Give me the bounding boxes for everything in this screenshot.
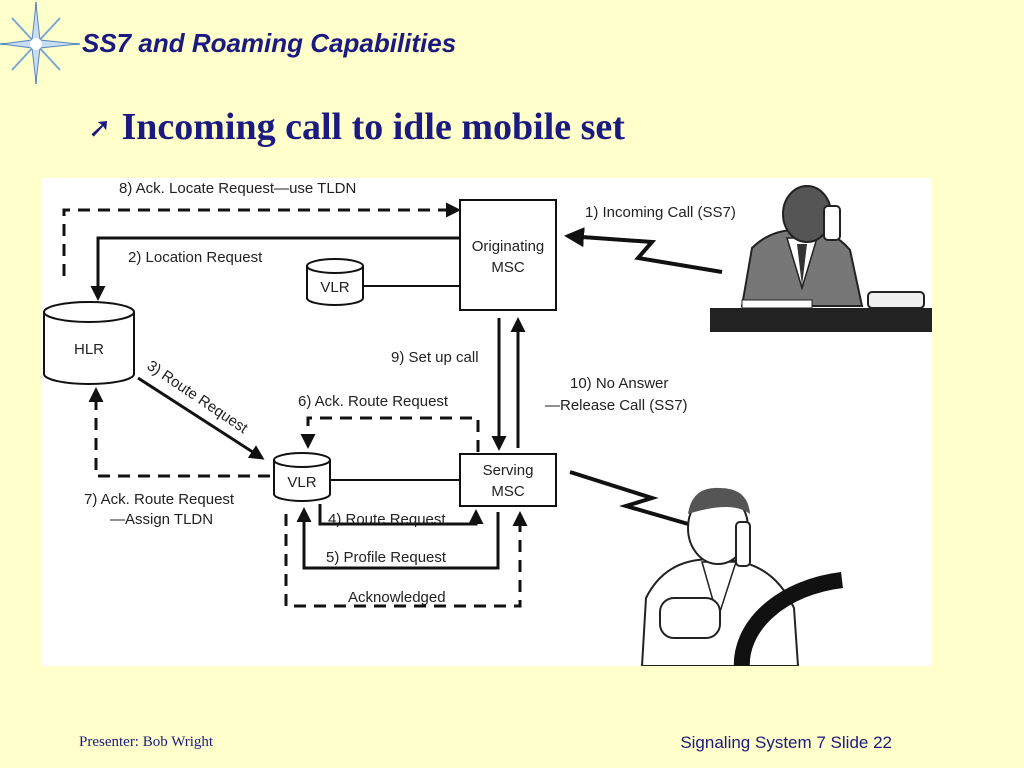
vlr-serving-label: VLR [287, 474, 316, 491]
vlr-top-database-icon [306, 258, 364, 306]
originating-msc-label-line2: MSC [491, 259, 525, 276]
step2-label: 2) Location Request [128, 249, 263, 266]
step6-label: 6) Ack. Route Request [298, 393, 449, 410]
slide-title: SS7 and Roaming Capabilities [82, 28, 457, 58]
serving-msc-label-line1: Serving [483, 462, 534, 479]
vlr-top-label: VLR [320, 279, 349, 296]
step10-label-line1: 10) No Answer [570, 375, 668, 392]
serving-lightning-link [569, 470, 703, 530]
step4-arrow [318, 504, 484, 526]
acknowledged-dashed-arrow [284, 511, 528, 608]
step2-arrow [90, 236, 460, 301]
step3-label: 3) Route Request [144, 357, 252, 437]
driver-caller-illustration [640, 487, 843, 671]
presenter-footer: Presenter: Bob Wright [79, 734, 214, 750]
acknowledged-label: Acknowledged [348, 589, 446, 606]
serving-msc-label-line2: MSC [491, 483, 525, 500]
step4-label: 4) Route Request [328, 511, 446, 528]
northeast-arrow-icon: ➚ [88, 110, 112, 144]
step8-dashed-arrow [62, 202, 461, 276]
vlr-serving-database-icon [273, 452, 331, 502]
step6-dashed-arrow [300, 416, 480, 452]
hlr-database-icon [43, 301, 135, 385]
originating-msc-label-line1: Originating [472, 238, 545, 255]
originating-msc-box [459, 199, 557, 311]
step7-label-line2: —Assign TLDN [110, 511, 213, 528]
hlr-label: HLR [74, 341, 104, 358]
step9-label: 9) Set up call [391, 349, 479, 366]
office-caller-illustration [710, 185, 932, 332]
starburst-logo-icon [0, 2, 80, 84]
step7-dashed-arrow [88, 387, 270, 478]
incoming-call-lightning-arrow [564, 227, 723, 274]
step7-label-line1: 7) Ack. Route Request [84, 491, 235, 508]
slide-number-footer: Signaling System 7 Slide 22 [680, 733, 892, 752]
step5-arrow [296, 507, 500, 570]
bullet-row: ➚ Incoming call to idle mobile set [88, 105, 625, 149]
bullet-heading: Incoming call to idle mobile set [121, 106, 625, 148]
step8-label: 8) Ack. Locate Request—use TLDN [119, 180, 356, 197]
step1-label: 1) Incoming Call (SS7) [585, 204, 736, 221]
step5-label: 5) Profile Request [326, 549, 447, 566]
step10-label-line2: —Release Call (SS7) [545, 397, 688, 414]
roaming-call-flow-diagram: Originating MSC Serving MSC HLR VLR VLR … [42, 178, 932, 671]
step3-arrow [137, 376, 265, 460]
